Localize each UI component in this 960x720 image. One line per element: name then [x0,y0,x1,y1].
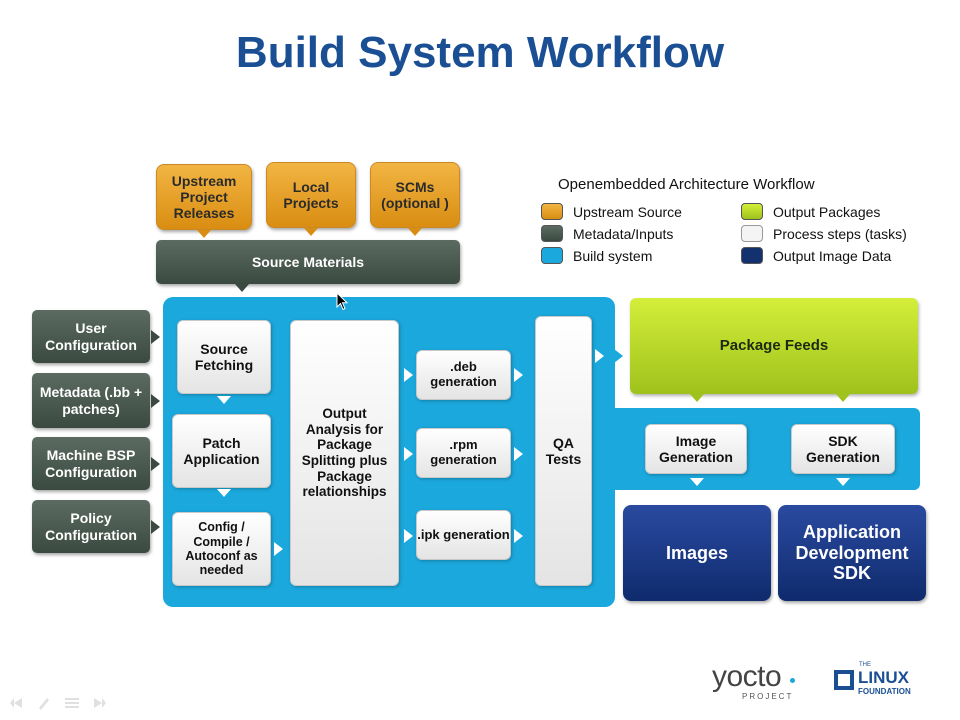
legend-label-process: Process steps (tasks) [773,226,907,242]
arrow-right [151,394,160,408]
legend-label-packages: Output Packages [773,204,881,220]
deb-generation-box: .deb generation [416,350,511,400]
slide-nav-controls[interactable] [8,694,118,712]
arrow-right [151,457,160,471]
previous-slide-icon[interactable] [8,696,24,710]
yocto-wordmark: yocto [712,660,782,693]
arrow-down [304,228,318,236]
legend-title: Openembedded Architecture Workflow [558,176,815,193]
linux-foundation-logo: THE LINUX FOUNDATION [834,662,924,698]
patch-application-box: Patch Application [172,414,271,488]
legend-label-build: Build system [573,248,653,264]
arrow-down [408,228,422,236]
machine-bsp-box: Machine BSP Configuration [32,437,150,490]
application-sdk-box: Application Development SDK [778,505,926,601]
linux-foundation-mark-icon [834,670,854,690]
config-compile-box: Config / Compile / Autoconf as needed [172,512,271,586]
metadata-box: Metadata (.bb + patches) [32,373,150,428]
arrow-down [217,489,231,497]
legend-label-upstream: Upstream Source [573,204,682,220]
sdk-generation-box: SDK Generation [791,424,895,474]
menu-icon[interactable] [64,696,80,710]
linux-foundation-the: THE [859,662,871,668]
page-title: Build System Workflow [235,28,725,77]
arrow-right [404,368,413,382]
arrow-down [690,394,704,402]
rpm-generation-box: .rpm generation [416,428,511,478]
arrow-right [404,529,413,543]
arrow-right [404,447,413,461]
legend-swatch-process [741,225,763,242]
policy-configuration-box: Policy Configuration [32,500,150,553]
mouse-cursor-icon [336,292,349,311]
legend-swatch-metadata [541,225,563,242]
upstream-releases-box: Upstream Project Releases [156,164,252,230]
arrow-right [274,542,283,556]
legend-label-image: Output Image Data [773,248,892,264]
linux-foundation-wordmark: LINUX [858,668,909,687]
arrow-down [217,396,231,404]
output-analysis-box: Output Analysis for Package Splitting pl… [290,320,399,586]
qa-tests-box: QA Tests [535,316,592,586]
next-slide-icon[interactable] [92,696,108,710]
legend-swatch-image [741,247,763,264]
linux-foundation-subtitle: FOUNDATION [858,687,911,696]
ipk-generation-box: .ipk generation [416,510,511,560]
local-projects-box: Local Projects [266,162,356,228]
scms-box: SCMs (optional ) [370,162,460,228]
source-fetching-box: Source Fetching [177,320,271,394]
arrow-down [690,478,704,486]
legend-label-metadata: Metadata/Inputs [573,226,674,242]
arrow-down [197,230,211,238]
legend-swatch-upstream [541,203,563,220]
yocto-dot-icon [790,678,795,683]
source-materials-bar: Source Materials [156,240,460,284]
arrow-right [614,349,623,363]
arrow-down [235,284,249,292]
arrow-right [595,349,604,363]
legend-swatch-build [541,247,563,264]
image-generation-box: Image Generation [645,424,747,474]
arrow-right [514,447,523,461]
legend-swatch-packages [741,203,763,220]
arrow-down [836,478,850,486]
images-box: Images [623,505,771,601]
arrow-down [836,394,850,402]
arrow-right [151,330,160,344]
package-feeds-box: Package Feeds [630,298,918,394]
user-configuration-box: User Configuration [32,310,150,363]
arrow-right [514,529,523,543]
arrow-right [151,520,160,534]
arrow-right [514,368,523,382]
yocto-subtitle: PROJECT [742,692,794,701]
legend: Upstream Source Metadata/Inputs Build sy… [541,203,921,273]
pen-icon[interactable] [36,695,52,711]
yocto-project-logo: yocto PROJECT [712,660,822,701]
